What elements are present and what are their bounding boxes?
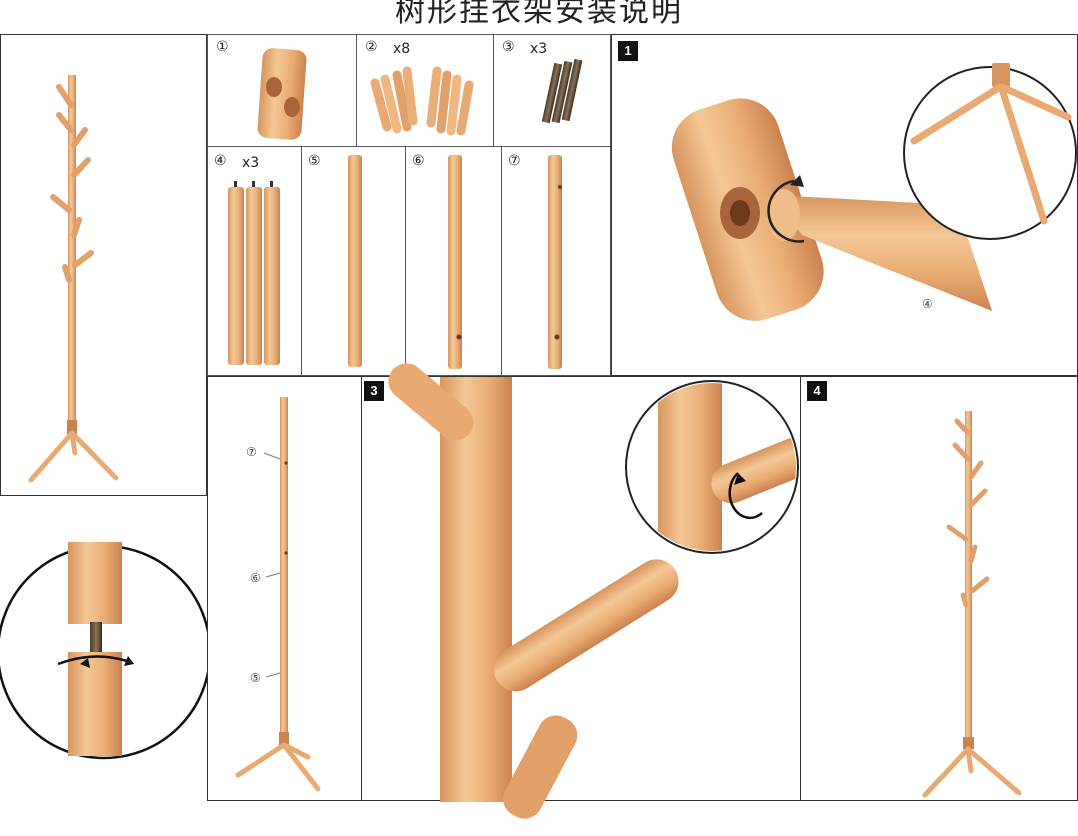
part-number-label: ④ bbox=[214, 153, 227, 169]
bottom-pole-illustration bbox=[348, 155, 362, 367]
overview-panel bbox=[0, 34, 207, 496]
step-4-panel: 4 bbox=[800, 376, 1078, 801]
part-cell-6: ⑥ bbox=[405, 146, 502, 376]
leg-attach-illustration bbox=[671, 63, 1077, 321]
part-cell-3: ③ x3 bbox=[493, 34, 611, 147]
part-cell-7: ⑦ bbox=[501, 146, 611, 376]
step-number-badge: 3 bbox=[364, 381, 384, 401]
page-title: 树形挂衣架安装说明 bbox=[395, 0, 683, 29]
screws-illustration bbox=[541, 58, 583, 124]
finished-coat-rack-illustration bbox=[922, 411, 1022, 798]
hook-pegs-illustration bbox=[370, 66, 474, 136]
part-cell-4: ④ x3 bbox=[207, 146, 302, 376]
step-number-badge: 1 bbox=[618, 41, 638, 61]
part-number-label: ⑤ bbox=[308, 153, 321, 169]
top-pole-illustration bbox=[548, 155, 562, 369]
middle-pole-illustration bbox=[448, 155, 462, 369]
pole-connection-detail bbox=[0, 496, 212, 801]
bottom-pole-callout: ⑤ bbox=[250, 671, 261, 685]
part-number-label: ⑥ bbox=[412, 153, 425, 169]
part-cell-1: ① bbox=[207, 34, 357, 147]
step-number-badge: 4 bbox=[807, 381, 827, 401]
hook-insertion-illustration bbox=[388, 363, 799, 819]
leg-callout: ④ bbox=[922, 297, 933, 311]
assembled-coat-rack-illustration bbox=[28, 75, 119, 483]
step-3-panel: 3 bbox=[361, 363, 801, 819]
part-quantity: x3 bbox=[530, 41, 548, 57]
part-cell-2: ② x8 bbox=[356, 34, 494, 147]
legs-illustration bbox=[228, 181, 280, 365]
part-cell-5: ⑤ bbox=[301, 146, 406, 376]
pole-assembly-illustration bbox=[235, 397, 321, 792]
part-quantity: x8 bbox=[393, 41, 411, 57]
middle-pole-callout: ⑥ bbox=[250, 571, 261, 585]
top-pole-callout: ⑦ bbox=[246, 445, 257, 459]
part-number-label: ⑦ bbox=[508, 153, 521, 169]
branch-connector-illustration bbox=[257, 48, 307, 140]
part-number-label: ① bbox=[216, 39, 229, 55]
part-number-label: ③ bbox=[502, 39, 515, 55]
part-quantity: x3 bbox=[242, 155, 260, 171]
part-number-label: ② bbox=[365, 39, 378, 55]
step-1-panel: 1 ④ bbox=[611, 34, 1078, 376]
pole-assembly-panel: ⑦ ⑥ ⑤ bbox=[207, 376, 362, 801]
pole-screw-joint-illustration bbox=[0, 542, 212, 760]
